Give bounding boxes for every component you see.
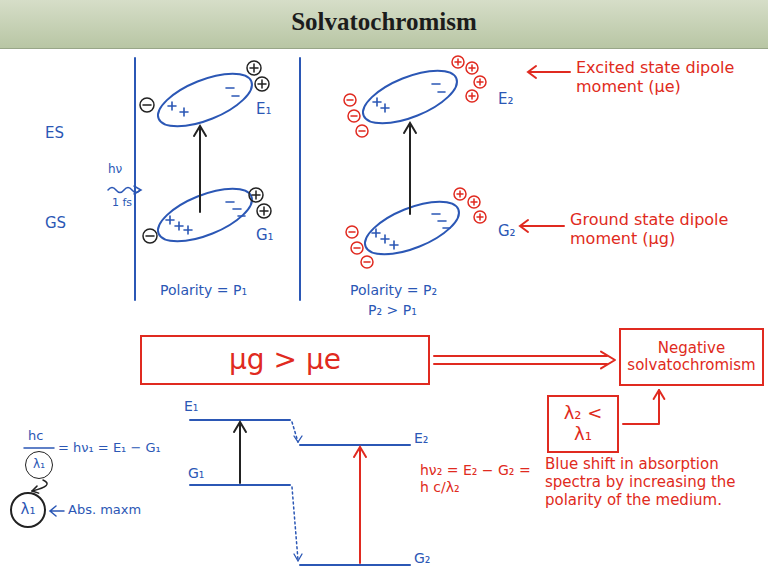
node-text: λ₁ — [21, 501, 36, 518]
wavelength-box: λ₂ < λ₁ — [547, 395, 619, 453]
annotation: Blue shift in absorption spectra by incr… — [545, 455, 763, 509]
polarity-compare: P₂ > P₁ — [368, 302, 417, 319]
formula: hν₂ = E₂ − G₂ = h c/λ₂ — [420, 462, 534, 496]
level-label: E₁ — [256, 100, 272, 118]
photon-label: hν — [108, 162, 122, 176]
level-label: G₂ — [498, 222, 516, 240]
connector — [623, 390, 664, 424]
circled-symbol: λ₁ — [10, 492, 46, 528]
circled-symbol: λ₁ — [25, 451, 53, 479]
inequality-box: μg > μe — [140, 335, 430, 385]
level-label: E₂ — [414, 430, 428, 447]
annotation: Abs. maxm — [68, 502, 141, 518]
formula: = hν₁ = E₁ − G₁ — [58, 440, 161, 456]
slide-title: Solvatochromism — [0, 8, 768, 36]
annotation: Ground state dipole moment (μg) — [570, 210, 734, 248]
level-label: G₂ — [414, 550, 430, 567]
node-text: λ₂ < λ₁ — [555, 403, 611, 444]
level-label: G₁ — [256, 226, 274, 244]
connector — [32, 480, 47, 493]
level-label: E₂ — [498, 90, 514, 108]
polarity-label: Polarity = P₁ — [160, 282, 247, 299]
level-label: E₁ — [184, 398, 198, 415]
state-label: ES — [45, 124, 64, 142]
result-box: Negative solvatochromism — [619, 328, 764, 386]
level-label: G₁ — [188, 465, 204, 482]
formula-part: hc — [28, 428, 43, 444]
node-text: Negative solvatochromism — [627, 340, 756, 375]
state-label: GS — [45, 214, 66, 232]
annotation: Excited state dipole moment (μe) — [576, 58, 762, 96]
node-text: μg > μe — [229, 344, 341, 376]
polarity-label: Polarity = P₂ — [350, 282, 437, 299]
connector — [434, 352, 615, 369]
time-label: 1 fs — [112, 196, 132, 209]
node-text: λ₁ — [33, 458, 45, 472]
